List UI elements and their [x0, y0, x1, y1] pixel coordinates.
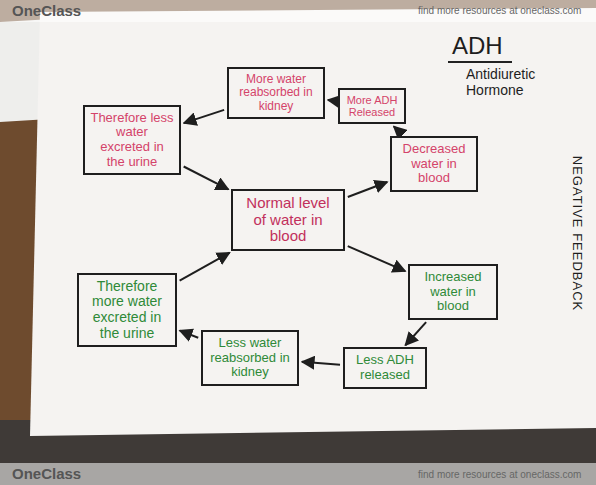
box-text: More ADH Released [345, 94, 399, 119]
subtitle: Antidiuretic Hormone [466, 66, 554, 98]
side-note: NEGATIVE FEEDBACK [570, 149, 585, 319]
box-text: Therefore more water excreted in the uri… [84, 279, 170, 342]
process-box: Therefore more water excreted in the uri… [77, 273, 177, 348]
box-text: Less ADH released [350, 353, 420, 382]
process-box: Decreased water in blood [390, 136, 478, 192]
box-text: Less water reabsorbed in kidney [208, 336, 292, 380]
arrow-connector [405, 322, 426, 345]
process-box: Normal level of water in blood [231, 189, 345, 251]
watermark: find more resources at oneclass.com [418, 5, 581, 16]
arrow-connector [180, 253, 230, 281]
box-text: Normal level of water in blood [238, 195, 338, 245]
diagram-title: ADH [452, 32, 503, 60]
arrow-connector [180, 331, 198, 338]
paper [30, 8, 596, 436]
arrow-connector [394, 126, 402, 134]
arrow-connector [348, 182, 387, 197]
watermark: OneClass [12, 465, 81, 482]
title-underline [448, 61, 512, 63]
box-text: Increased water in blood [415, 270, 491, 314]
box-text: Decreased water in blood [397, 142, 471, 186]
process-box: Therefore less water excreted in the uri… [83, 105, 181, 175]
arrow-connector [184, 110, 224, 123]
process-box: More ADH Released [338, 88, 406, 125]
watermark-band [0, 0, 596, 22]
arrow-connector [348, 246, 406, 271]
watermark: OneClass [12, 2, 81, 19]
watermark-band [0, 463, 596, 485]
arrow-connector [302, 362, 340, 365]
process-box: More water reabsorbed in kidney [227, 67, 325, 119]
box-text: Therefore less water excreted in the uri… [90, 111, 174, 169]
arrow-connector [328, 99, 335, 102]
process-box: Less ADH released [343, 347, 427, 388]
watermark: find more resources at oneclass.com [418, 469, 581, 480]
box-text: More water reabsorbed in kidney [234, 73, 318, 113]
process-box: Increased water in blood [408, 264, 498, 320]
process-box: Less water reabsorbed in kidney [201, 330, 299, 386]
arrow-connector [184, 166, 229, 189]
